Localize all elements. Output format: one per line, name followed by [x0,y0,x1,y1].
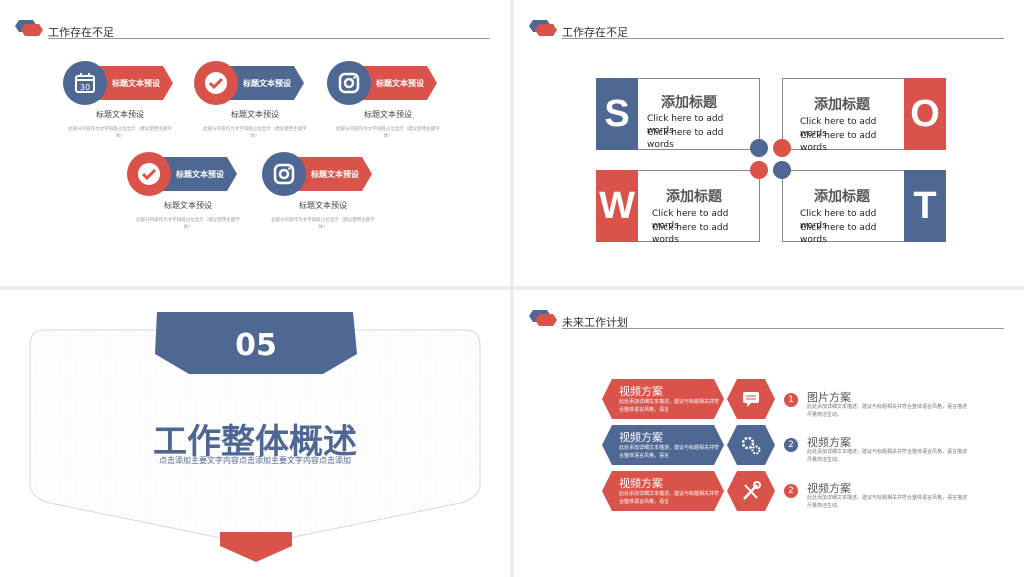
plan-hexagon [602,379,724,419]
plan-title: 视频方案 [619,431,663,444]
slide-thumbnail-1[interactable]: 工作存在不足 标题文本预设 30 标题文本预设 此部分内容作为文字排版占位显示（… [0,0,510,286]
feature-item: 标题文本预设 30 标题文本预设 此部分内容作为文字排版占位显示（建议使用主题字… [63,61,193,181]
plan-number-badge: 2 [784,438,798,452]
item-tag: 标题文本预设 [243,78,291,88]
header-title: 工作存在不足 [562,26,628,39]
camera-icon [262,152,306,196]
center-dot [773,139,791,157]
plan-hexagon [602,425,724,465]
tag-shape [224,66,304,100]
plan-right-title: 图片方案 [807,391,851,404]
plan-title: 视频方案 [619,477,663,490]
section-number: 05 [235,328,277,363]
tag-shape [157,157,237,191]
plan-right-title: 视频方案 [807,436,851,449]
camera-icon [327,61,371,105]
swot-heading: 添加标题 [666,189,722,205]
header-divider [562,328,1004,329]
item-tag: 标题文本预设 [376,78,424,88]
header-hexagon-icon [15,20,43,36]
swot-text: Click here to add words [800,223,877,245]
section-title: 工作整体概述 [153,422,357,462]
header-divider [48,38,490,39]
swot-heading: 添加标题 [814,97,870,113]
gears-icon [727,425,775,465]
swot-letter-s: S [596,78,638,150]
calendar-icon: 30 [63,61,107,105]
item-tag: 标题文本预设 [112,78,160,88]
item-description: 此部分内容作为文字排版占位显示（建议使用主题字体） [336,127,440,139]
chat-icon [727,379,775,419]
swot-heading: 添加标题 [661,95,717,111]
item-description: 此部分内容作为文字排版占位显示（建议使用主题字体） [68,127,172,139]
slide-header: 未来工作计划 [529,306,1004,330]
plan-title: 视频方案 [619,385,663,398]
tag-shape [357,66,437,100]
plan-block: 视频方案 此处添加详细文本描述，建议与标题相关并符合整体语言风格，语言 [605,379,725,419]
plan-block: 视频方案 此处添加详细文本描述，建议与标题相关并符合整体语言风格，语言 [605,471,725,511]
feature-item: 标题文本预设 标题文本预设 此部分内容作为文字排版占位显示（建议使用主题字体） [194,61,324,181]
svg-text:30: 30 [80,83,90,92]
slide-header: 工作存在不足 [529,16,1004,40]
slide-header: 工作存在不足 [15,16,490,40]
plan-number-badge: 2 [784,484,798,498]
plan-description: 此处添加详细文本描述，建议与标题相关并符合整体语言风格，语言 [619,445,720,459]
plan-right-title: 视频方案 [807,482,851,495]
swot-text: Click here to add words [800,131,877,153]
header-title: 工作存在不足 [48,26,114,39]
item-tag: 标题文本预设 [176,169,224,179]
plan-right-description: 此处添加详细文本描述，建议与标题相关并符合整体语言风格，语言描述尽量简洁生动。 [807,404,968,418]
plan-number-badge: 1 [784,393,798,407]
item-description: 此部分内容作为文字排版占位显示（建议使用主题字体） [136,218,240,230]
center-dot [773,161,791,179]
swot-letter-o: O [904,78,946,150]
center-dot [750,139,768,157]
item-subtitle: 标题文本预设 [164,201,212,210]
check-icon [194,61,238,105]
tag-shape [93,66,173,100]
plan-block: 视频方案 此处添加详细文本描述，建议与标题相关并符合整体语言风格，语言 [605,425,725,465]
item-tag: 标题文本预设 [311,169,359,179]
item-description: 此部分内容作为文字排版占位显示（建议使用主题字体） [271,218,375,230]
swot-text: Click here to add words [800,117,877,139]
item-description: 此部分内容作为文字排版占位显示（建议使用主题字体） [203,127,307,139]
swot-text: Click here to add words [800,209,877,231]
feature-item: 标题文本预设 标题文本预设 此部分内容作为文字排版占位显示（建议使用主题字体） [327,61,457,181]
swot-heading: 添加标题 [814,189,870,205]
section-subtitle: 点击添加主要文字内容点击添加主要文字内容点击添加 [159,456,351,465]
center-dot [750,161,768,179]
tools-icon [727,471,775,511]
item-subtitle: 标题文本预设 [299,201,347,210]
plan-right-description: 此处添加详细文本描述，建议与标题相关并符合整体语言风格，语言描述尽量简洁生动。 [807,449,968,463]
feature-item: 标题文本预设 标题文本预设 此部分内容作为文字排版占位显示（建议使用主题字体） [262,152,392,272]
section-number-tab [155,312,357,374]
plan-description: 此处添加详细文本描述，建议与标题相关并符合整体语言风格，语言 [619,399,720,413]
header-hexagon-icon [529,20,557,36]
swot-text: Click here to add words [647,114,724,136]
slide-thumbnail-3[interactable]: 05 工作整体概述 点击添加主要文字内容点击添加主要文字内容点击添加 [0,290,510,577]
check-icon [127,152,171,196]
swot-text: Click here to add words [647,128,724,150]
swot-letter-w: W [596,170,638,242]
swot-text: Click here to add words [652,223,729,245]
plan-right-description: 此处添加详细文本描述，建议与标题相关并符合整体语言风格，语言描述尽量简洁生动。 [807,495,968,509]
header-hexagon-icon [529,310,557,326]
header-title: 未来工作计划 [562,316,628,329]
item-subtitle: 标题文本预设 [231,110,279,119]
swot-letter-t: T [904,170,946,242]
feature-item: 标题文本预设 标题文本预设 此部分内容作为文字排版占位显示（建议使用主题字体） [127,152,257,272]
plan-description: 此处添加详细文本描述，建议与标题相关并符合整体语言风格，语言 [619,491,720,505]
section-card-bg [29,329,481,562]
swot-text: Click here to add words [652,209,729,231]
item-subtitle: 标题文本预设 [96,110,144,119]
item-subtitle: 标题文本预设 [364,110,412,119]
tag-shape [292,157,372,191]
plan-hexagon [602,471,724,511]
header-divider [562,38,1004,39]
slide-thumbnail-4[interactable]: 未来工作计划 视频方案 此处添加详细文本描述，建议与标题相关并符合整体语言风格，… [514,290,1024,577]
slide-thumbnail-2[interactable]: 工作存在不足 S 添加标题 Click here to add words Cl… [514,0,1024,286]
